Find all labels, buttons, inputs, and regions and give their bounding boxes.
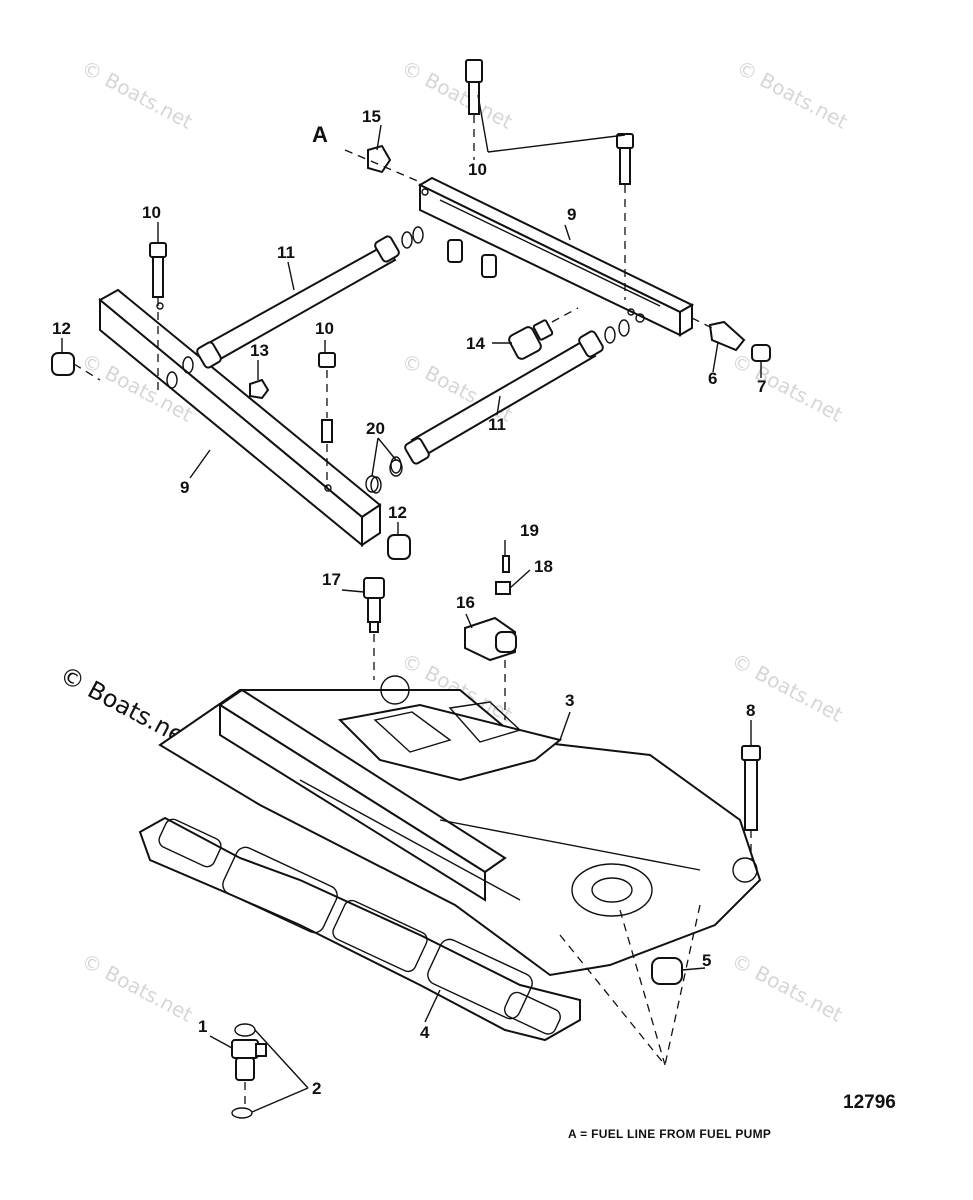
fitting-13	[249, 378, 270, 400]
watermark: © Boats.net	[78, 948, 197, 1027]
screw-19	[502, 555, 510, 573]
intake-gasket	[138, 816, 581, 1042]
callout-9: 9	[567, 205, 576, 224]
crossover-tube-lower	[370, 319, 630, 494]
callout-11: 11	[488, 415, 506, 434]
callout-19: 19	[520, 521, 539, 540]
callout-20: 20	[366, 419, 385, 438]
watermark: © Boats.net	[728, 348, 847, 427]
callout-9: 9	[180, 478, 189, 497]
clip-18	[495, 581, 511, 595]
callout-10: 10	[468, 160, 487, 179]
callout-18: 18	[534, 557, 553, 576]
diagram-number: 12796	[843, 1092, 896, 1113]
callout-3: 3	[565, 691, 574, 710]
intake-manifold	[158, 675, 762, 977]
callout-13: 13	[250, 341, 269, 360]
watermark: © Boats.net	[398, 55, 517, 134]
fitting-6	[708, 320, 746, 352]
sensor-14	[508, 307, 579, 360]
fitting-15	[367, 144, 392, 174]
watermark: © Boats.net	[78, 55, 197, 134]
callout-10: 10	[142, 203, 161, 222]
callout-17: 17	[322, 570, 341, 589]
callout-11: 11	[277, 243, 295, 262]
cap-12-upper	[51, 352, 75, 376]
sensor-17	[363, 577, 385, 680]
fuel-injector-1	[231, 1023, 267, 1119]
callout-15: 15	[362, 107, 381, 126]
callout-5: 5	[702, 951, 711, 970]
callout-12: 12	[52, 319, 71, 338]
sensor-16	[464, 616, 517, 662]
callout-labels: A 15 10 10 9 11 12 10 14 13 6 7 20 11 9 …	[52, 107, 766, 1098]
callout-16: 16	[456, 593, 475, 612]
callout-1: 1	[198, 1017, 207, 1036]
leader-lines	[61, 94, 762, 1113]
bolt-left	[149, 242, 167, 395]
callout-6: 6	[708, 369, 717, 388]
callout-10: 10	[315, 319, 334, 338]
bolt-top-center	[465, 59, 483, 160]
callout-8: 8	[746, 701, 755, 720]
callout-4: 4	[420, 1023, 430, 1042]
watermark: © Boats.net	[733, 55, 852, 134]
callout-7: 7	[757, 377, 766, 396]
fuel-rail-left	[98, 288, 382, 548]
fuel-rail-right	[417, 176, 695, 337]
watermark: © Boats.net	[728, 948, 847, 1027]
callout-14: 14	[466, 334, 485, 353]
legend-fuel-line: A = FUEL LINE FROM FUEL PUMP	[568, 1127, 771, 1141]
crossover-tube-upper	[166, 226, 424, 389]
cap-5	[559, 904, 701, 1066]
cap-12-lower	[387, 534, 411, 560]
callout-a: A	[312, 122, 328, 147]
callout-2: 2	[312, 1079, 321, 1098]
callout-12: 12	[388, 503, 407, 522]
fitting-7	[751, 344, 771, 362]
bolt-top-right	[616, 133, 634, 300]
bolt-mid	[318, 352, 336, 488]
